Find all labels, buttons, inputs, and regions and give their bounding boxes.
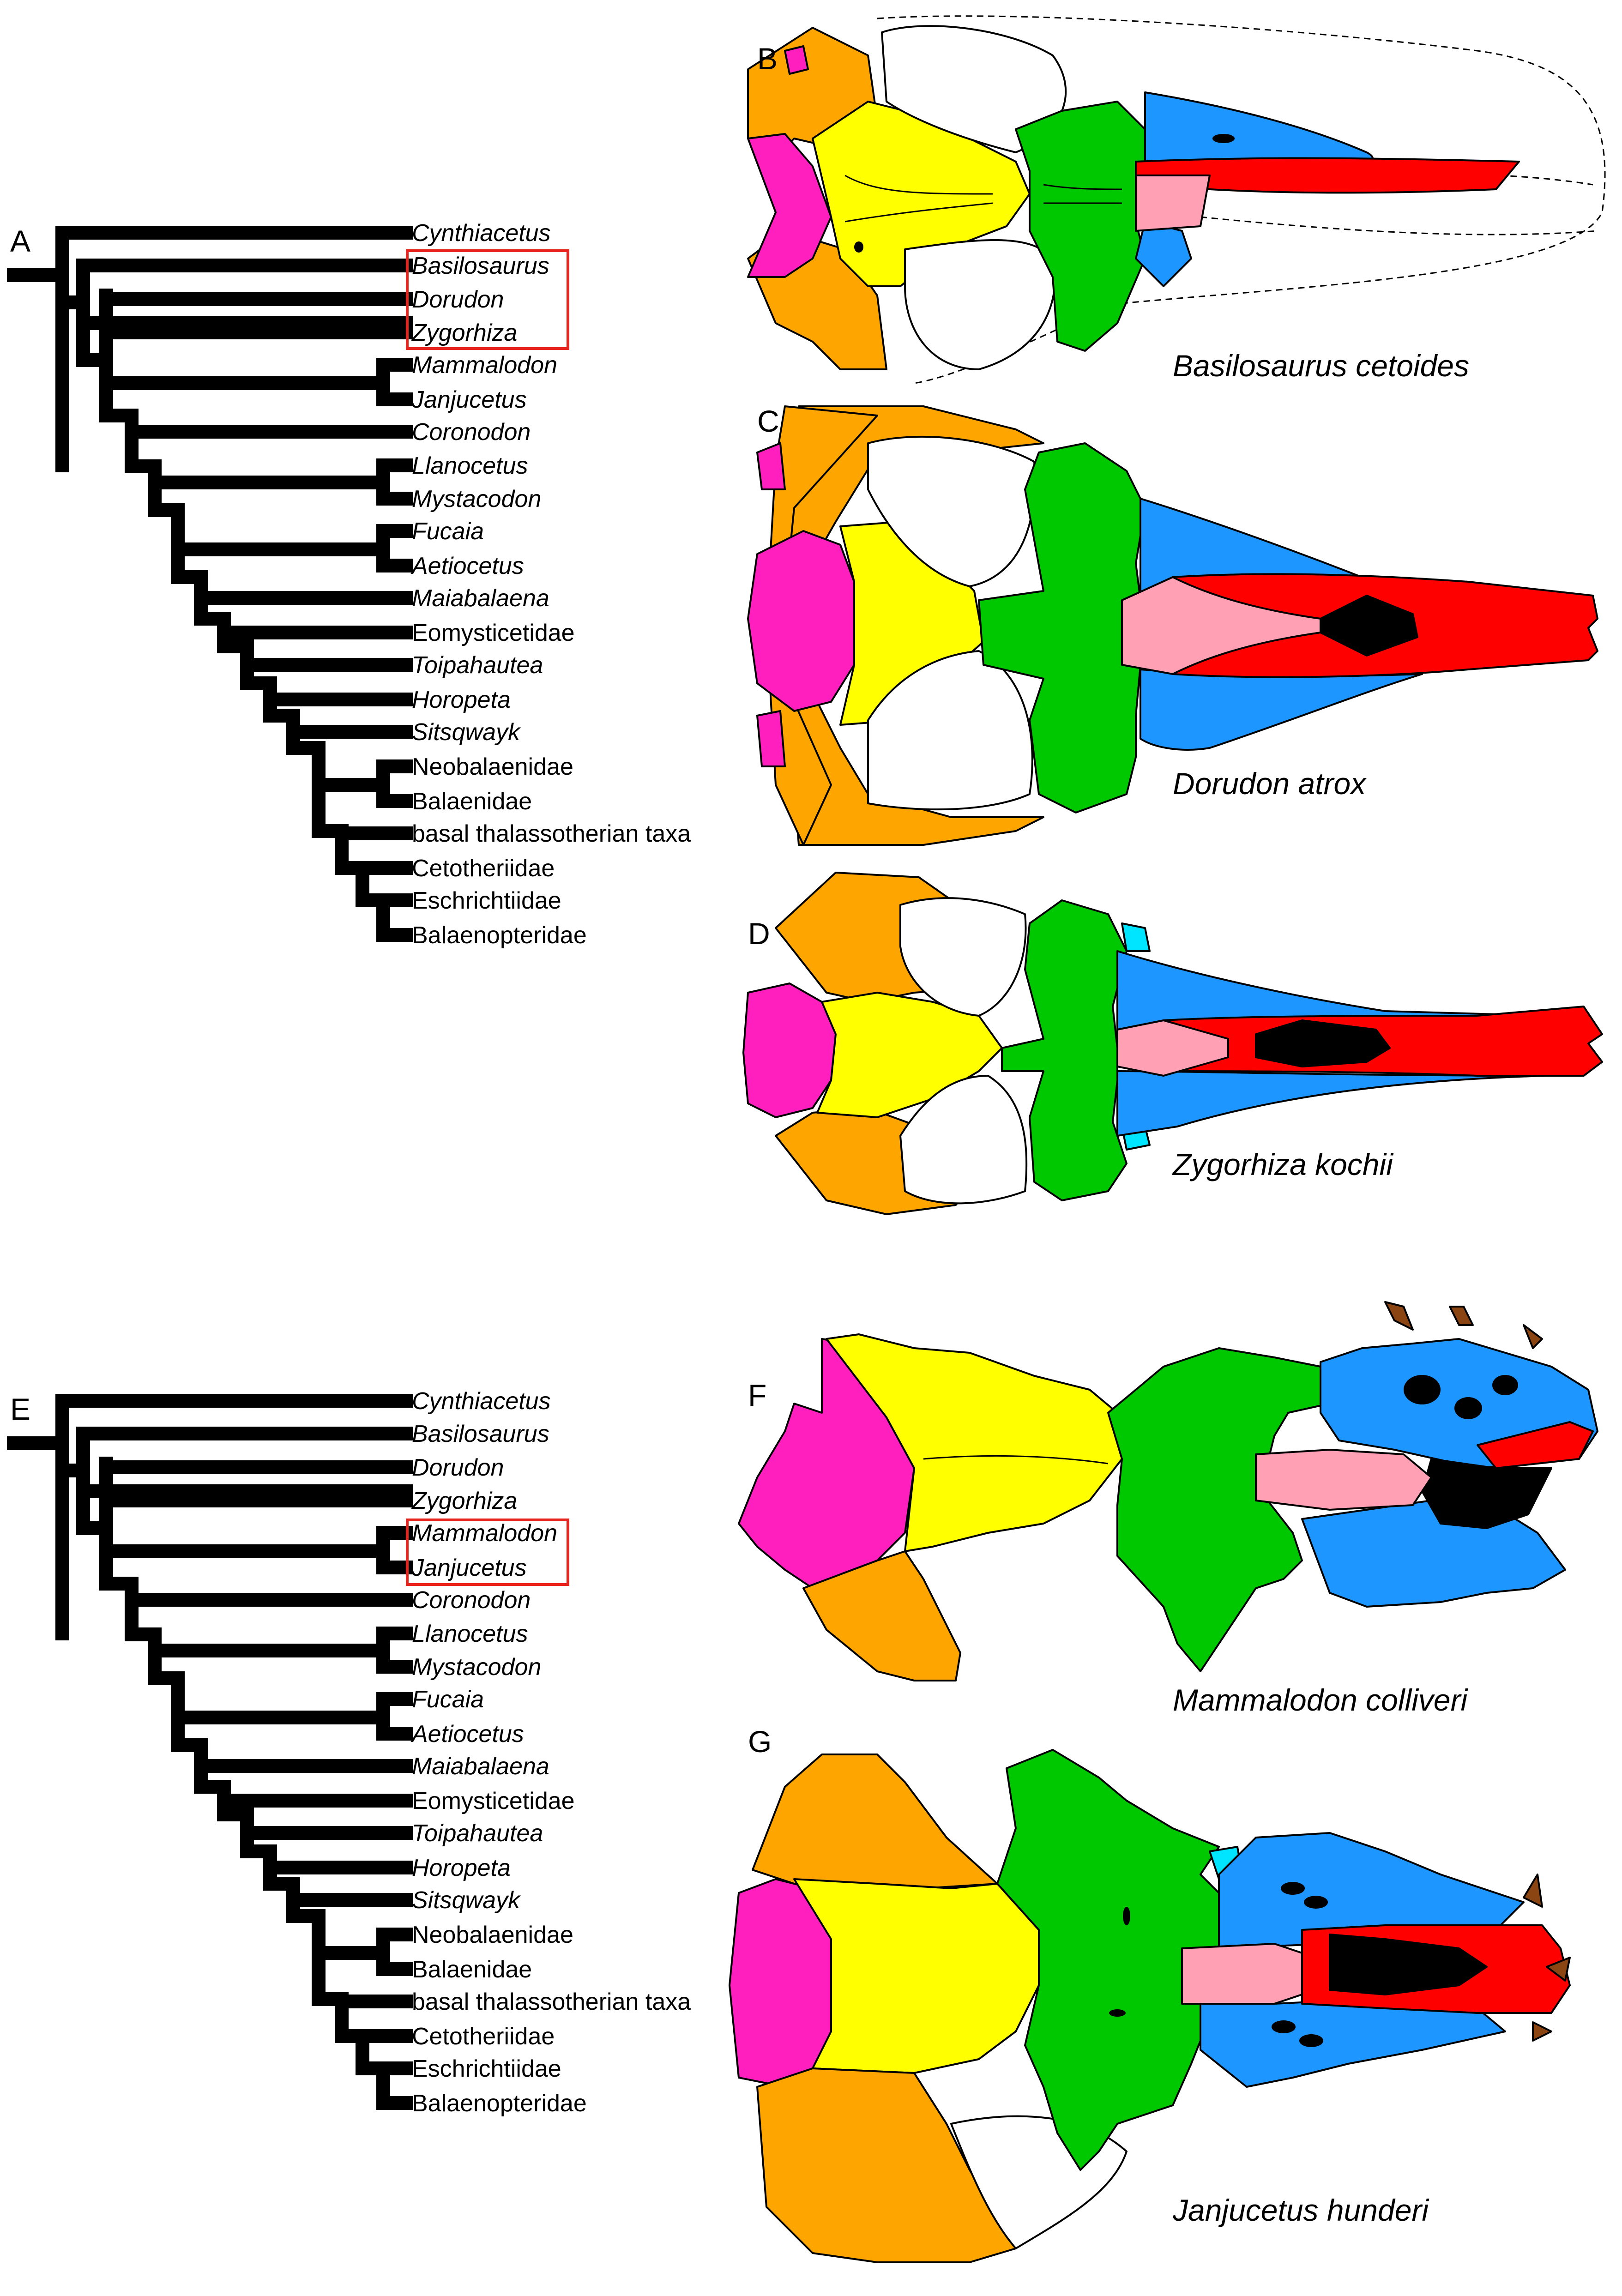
taxon-label: Horopeta xyxy=(412,687,511,713)
taxon-label: Balaenopteridae xyxy=(412,922,587,949)
panel-label-d: D xyxy=(748,916,770,951)
taxon-label: Balaenidae xyxy=(412,788,532,815)
taxon-label: Mystacodon xyxy=(412,486,541,512)
taxon-label: Sitsqwayk xyxy=(412,719,521,746)
taxon-label: Aetiocetus xyxy=(410,1721,524,1748)
taxon-label: Llanocetus xyxy=(412,452,528,479)
taxon-label: Aetiocetus xyxy=(410,553,524,579)
panel-label-a: A xyxy=(10,224,30,258)
taxon-label: Toipahautea xyxy=(412,1820,543,1847)
taxon-label: Neobalaenidae xyxy=(412,753,573,780)
caption-b: Basilosaurus cetoides xyxy=(1173,349,1469,383)
highlight-box-e xyxy=(406,1519,569,1586)
taxon-label: Fucaia xyxy=(412,1686,484,1713)
skull-mammalodon xyxy=(738,1301,1598,1681)
taxon-label: Eomysticetidae xyxy=(412,620,575,646)
panel-label-g: G xyxy=(748,1724,772,1759)
taxon-label: Dorudon xyxy=(412,1454,504,1481)
cladogram-e xyxy=(7,1394,413,2110)
taxon-label: Coronodon xyxy=(412,1587,531,1614)
taxon-label: basal thalassotherian taxa xyxy=(412,820,691,847)
taxon-label: Maiabalaena xyxy=(412,585,549,612)
skull-janjucetus xyxy=(729,1749,1571,2263)
taxon-label: Horopeta xyxy=(412,1855,511,1881)
taxon-label: Dorudon xyxy=(412,286,504,313)
taxon-label: Fucaia xyxy=(412,518,484,545)
taxon-label: Neobalaenidae xyxy=(412,1922,573,1948)
taxon-label: Eschrichtiidae xyxy=(412,2055,561,2082)
taxon-labels-e: CynthiacetusBasilosaurusDorudonZygorhiza… xyxy=(410,1388,691,2117)
taxon-label: Sitsqwayk xyxy=(412,1887,521,1914)
caption-c: Dorudon atrox xyxy=(1173,766,1367,801)
taxon-label: Mammalodon xyxy=(412,1520,557,1547)
skull-zygorhiza xyxy=(742,872,1603,1215)
taxon-label: Zygorhiza xyxy=(411,319,517,346)
taxon-label: Cetotheriidae xyxy=(412,855,555,882)
taxon-label: Llanocetus xyxy=(412,1621,528,1647)
taxon-label: Cynthiacetus xyxy=(412,220,551,247)
taxon-label: Basilosaurus xyxy=(412,253,549,279)
taxon-label: Maiabalaena xyxy=(412,1753,549,1780)
taxon-label: Balaenidae xyxy=(412,1956,532,1983)
skull-basilosaurus xyxy=(747,15,1606,384)
taxon-label: Mammalodon xyxy=(412,352,557,379)
caption-f: Mammalodon colliveri xyxy=(1173,1683,1469,1717)
taxon-label: Zygorhiza xyxy=(411,1488,517,1514)
taxon-label: basal thalassotherian taxa xyxy=(412,1989,691,2015)
cladogram-a xyxy=(7,226,413,942)
panel-label-b: B xyxy=(757,42,778,76)
panel-label-c: C xyxy=(757,404,779,438)
taxon-label: Basilosaurus xyxy=(412,1421,549,1447)
taxon-label: Coronodon xyxy=(412,419,531,446)
taxon-label: Janjucetus xyxy=(411,386,527,413)
taxon-label: Eschrichtiidae xyxy=(412,887,561,914)
panel-label-f: F xyxy=(748,1378,766,1412)
caption-g: Janjucetus hunderi xyxy=(1172,2193,1429,2227)
taxon-label: Cynthiacetus xyxy=(412,1388,551,1415)
skull-dorudon xyxy=(747,405,1598,846)
taxon-label: Eomysticetidae xyxy=(412,1788,575,1814)
taxon-label: Janjucetus xyxy=(411,1555,527,1581)
caption-d: Zygorhiza kochii xyxy=(1172,1147,1394,1181)
taxon-label: Toipahautea xyxy=(412,652,543,679)
taxon-label: Balaenopteridae xyxy=(412,2090,587,2117)
taxon-label: Cetotheriidae xyxy=(412,2023,555,2050)
highlight-box-a xyxy=(406,249,569,350)
taxon-labels-a: CynthiacetusBasilosaurusDorudonZygorhiza… xyxy=(410,220,691,949)
panel-label-e: E xyxy=(10,1392,30,1426)
taxon-label: Mystacodon xyxy=(412,1654,541,1681)
